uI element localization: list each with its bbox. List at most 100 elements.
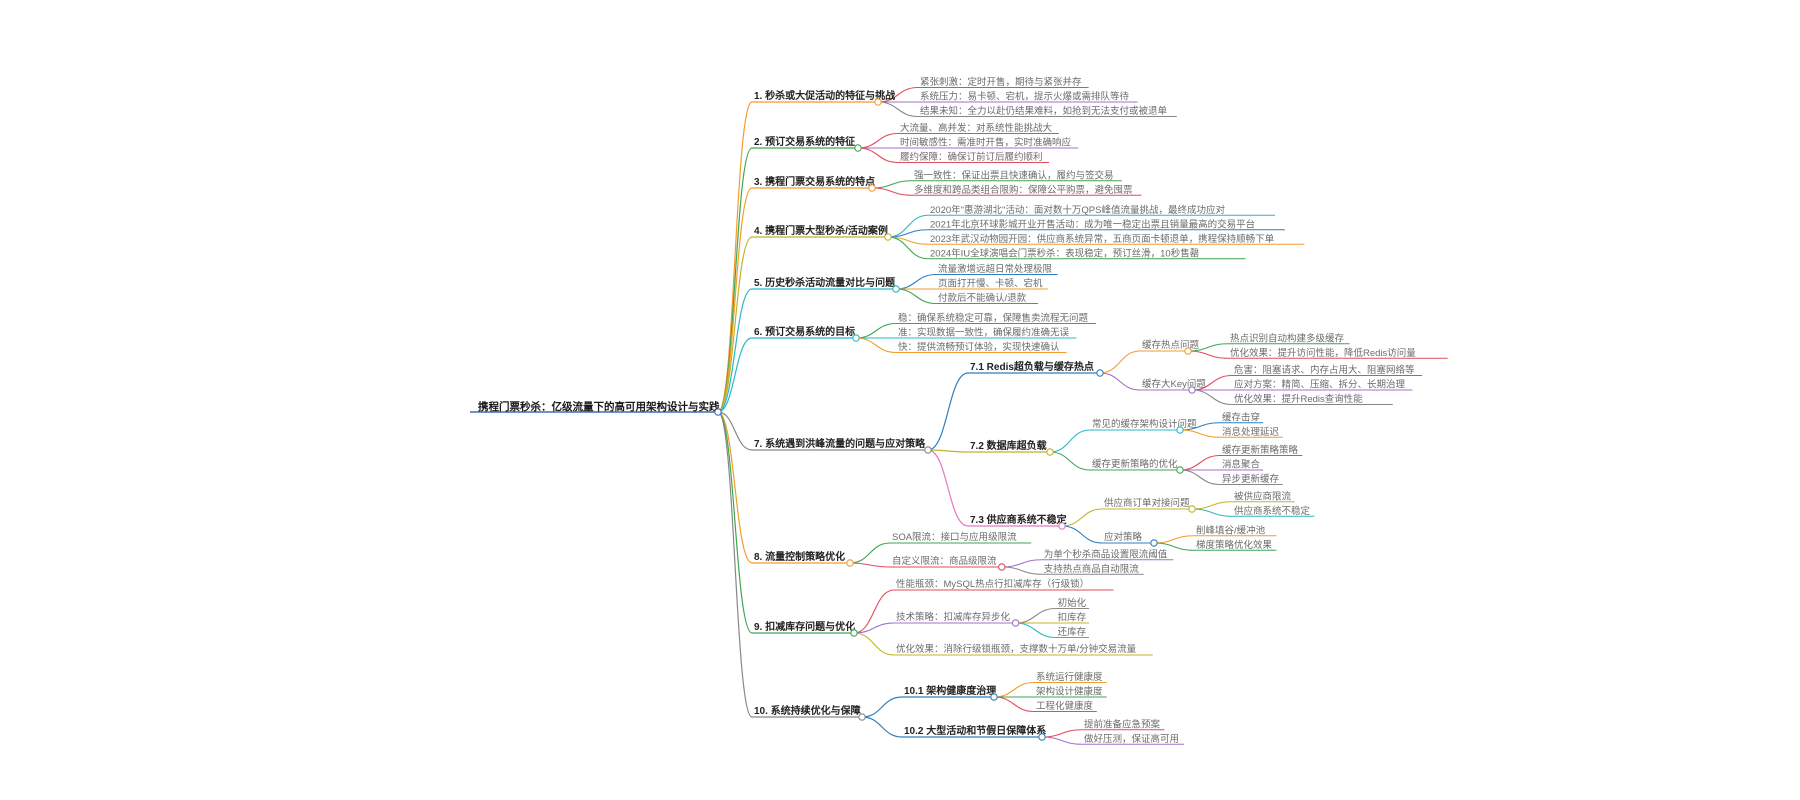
collapse-toggle[interactable] <box>850 629 858 637</box>
branch-7-sub-2-group-2-item-3: 异步更新缓存 <box>1222 473 1280 485</box>
connector-line <box>871 187 913 196</box>
collapse-toggle[interactable] <box>846 559 854 567</box>
connector-line <box>717 101 753 413</box>
connector-line <box>1001 559 1042 568</box>
branch-10-title: 10. 系统持续优化与保障 <box>754 704 861 717</box>
connector-line <box>1001 566 1042 575</box>
connector-line <box>1015 622 1056 639</box>
collapse-toggle[interactable] <box>1176 426 1184 434</box>
branch-9-sub-2-item-2: 扣库存 <box>1058 612 1087 624</box>
branch-7-sub-1-group-1-item-1: 热点识别自动构建多级缓存 <box>1230 332 1345 344</box>
collapse-toggle[interactable] <box>1188 505 1196 513</box>
collapse-toggle[interactable] <box>1188 386 1196 394</box>
branch-1-title: 1. 秒杀或大促活动的特征与挑战 <box>754 89 895 102</box>
connector-line <box>717 288 753 413</box>
connector-line <box>853 632 895 656</box>
branch-10-sub-1-item-2: 架构设计健康度 <box>1036 686 1103 698</box>
branch-7-sub-1-group-1: 缓存热点问题 <box>1142 339 1200 351</box>
branch-9-sub-2: 技术策略：扣减库存异步化 <box>896 611 1011 623</box>
connector-line <box>1049 451 1091 471</box>
collapse-toggle[interactable] <box>868 184 876 192</box>
collapse-toggle[interactable] <box>852 334 860 342</box>
connector-line <box>849 562 891 568</box>
collapse-toggle[interactable] <box>874 98 882 106</box>
connector-line <box>855 322 897 339</box>
collapse-toggle[interactable] <box>1011 619 1020 627</box>
connector-line <box>861 716 903 738</box>
connector-line <box>1179 454 1221 471</box>
branch-5-item-1: 流量激增远超日常处理极限 <box>938 263 1053 275</box>
collapse-toggle[interactable] <box>1038 733 1046 741</box>
connector-line <box>1099 372 1141 391</box>
branch-4-item-1: 2020年"惠游湖北"活动：面对数十万QPS峰值流量挑战，最终成功应对 <box>930 204 1225 216</box>
branch-10-sub-2: 10.2 大型活动和节假日保障体系 <box>904 724 1046 737</box>
branch-7-sub-3-group-2-item-2: 梯度策略优化效果 <box>1196 539 1273 551</box>
connector-line <box>717 411 753 564</box>
connector-line <box>1061 508 1103 527</box>
connector-line <box>1153 535 1195 544</box>
branch-8-sub-2-item-1: 为单个秒杀商品设置限流阈值 <box>1044 548 1168 560</box>
branch-6-item-2: 准：实现数据一致性，确保履约准确无误 <box>898 327 1070 339</box>
collapse-toggle[interactable] <box>924 446 932 454</box>
connector-line <box>877 101 919 118</box>
connector-line <box>1191 389 1233 406</box>
branch-7-sub-3-group-2: 应对策略 <box>1104 531 1143 543</box>
branch-2-title: 2. 预订交易系统的特征 <box>754 135 855 148</box>
connector-line <box>927 372 969 451</box>
connector-line <box>1191 508 1233 517</box>
collapse-toggle[interactable] <box>1046 448 1054 456</box>
collapse-toggle[interactable] <box>1184 347 1192 355</box>
connector-line <box>717 411 753 718</box>
branch-8-title: 8. 流量控制策略优化 <box>754 550 845 563</box>
branch-7-sub-2-group-1-item-2: 消息处理延迟 <box>1222 426 1280 438</box>
collapse-toggle[interactable] <box>858 713 866 721</box>
branch-1-item-3: 结果未知：全力以赴仍结果难料，如抢到无法支付或被退单 <box>920 105 1168 117</box>
branch-10-sub-2-item-1: 提前准备应急预案 <box>1084 718 1161 730</box>
branch-4-item-4: 2024年IU全球演唱会门票秒杀：表现稳定，预订丝滑，10秒售罄 <box>930 247 1200 259</box>
branch-7-sub-2-group-2-item-1: 缓存更新策略策略 <box>1222 444 1299 456</box>
branch-2-item-3: 履约保障：确保订前订后履约顺利 <box>900 151 1043 163</box>
branch-4-title: 4. 携程门票大型秒杀/活动案例 <box>754 224 888 237</box>
branch-8-sub-1: SOA限流：接口与应用级限流 <box>892 531 1017 543</box>
collapse-toggle[interactable] <box>1096 369 1104 377</box>
branch-10-sub-2-item-2: 做好压测，保证高可用 <box>1084 733 1179 745</box>
collapse-toggle[interactable] <box>884 233 892 241</box>
branch-2-item-1: 大流量、高并发：对系统性能挑战大 <box>900 122 1053 134</box>
connector-line <box>895 288 937 305</box>
connector-line <box>857 147 899 164</box>
collapse-toggle[interactable] <box>854 144 862 152</box>
branch-5-title: 5. 历史秒杀活动流量对比与问题 <box>754 276 896 289</box>
connector-line <box>1099 350 1141 374</box>
branch-10-sub-1-item-3: 工程化健康度 <box>1036 700 1094 712</box>
branch-1-item-1: 紧张刺激：定时开售，期待与紧张并存 <box>920 76 1082 88</box>
collapse-toggle[interactable] <box>1150 539 1158 547</box>
branch-7-title: 7. 系统遇到洪峰流量的问题与应对策略 <box>754 437 926 450</box>
connector-line <box>1041 729 1083 738</box>
branch-10-sub-1: 10.1 架构健康度治理 <box>904 684 996 697</box>
branch-7-sub-1-group-2-item-3: 优化效果：提升Redis查询性能 <box>1234 393 1363 405</box>
root-topic: 携程门票秒杀：亿级流量下的高可用架构设计与实践 <box>478 400 720 413</box>
branch-7-sub-1-group-2-item-2: 应对方案：精简、压缩、拆分、长期治理 <box>1234 379 1406 391</box>
branch-8-sub-2-item-2: 支持热点商品自动限流 <box>1044 563 1140 575</box>
collapse-toggle[interactable] <box>892 285 900 293</box>
collapse-toggle[interactable] <box>998 563 1006 571</box>
connector-line <box>717 411 753 451</box>
branch-10-sub-1-item-1: 系统运行健康度 <box>1036 671 1103 683</box>
connector-line <box>993 696 1035 713</box>
mind-map-connectors <box>470 86 1448 745</box>
branch-7-sub-1: 7.1 Redis超负载与缓存热点 <box>970 360 1094 373</box>
connector-line <box>1179 429 1221 438</box>
branch-7-sub-3-group-1-item-2: 供应商系统不稳定 <box>1234 505 1311 517</box>
branch-7-sub-2: 7.2 数据库超负载 <box>970 439 1047 452</box>
branch-6-title: 6. 预订交易系统的目标 <box>754 325 855 338</box>
connector-line <box>1187 350 1229 359</box>
collapse-toggle[interactable] <box>1058 522 1066 530</box>
connector-line <box>1041 736 1083 745</box>
collapse-toggle[interactable] <box>714 408 722 416</box>
connector-line <box>717 337 753 413</box>
collapse-toggle[interactable] <box>1176 466 1184 474</box>
branch-9-title: 9. 扣减库存问题与优化 <box>754 620 855 633</box>
connector-line <box>1153 542 1195 551</box>
collapse-toggle[interactable] <box>990 693 998 701</box>
connector-line <box>1049 429 1091 453</box>
